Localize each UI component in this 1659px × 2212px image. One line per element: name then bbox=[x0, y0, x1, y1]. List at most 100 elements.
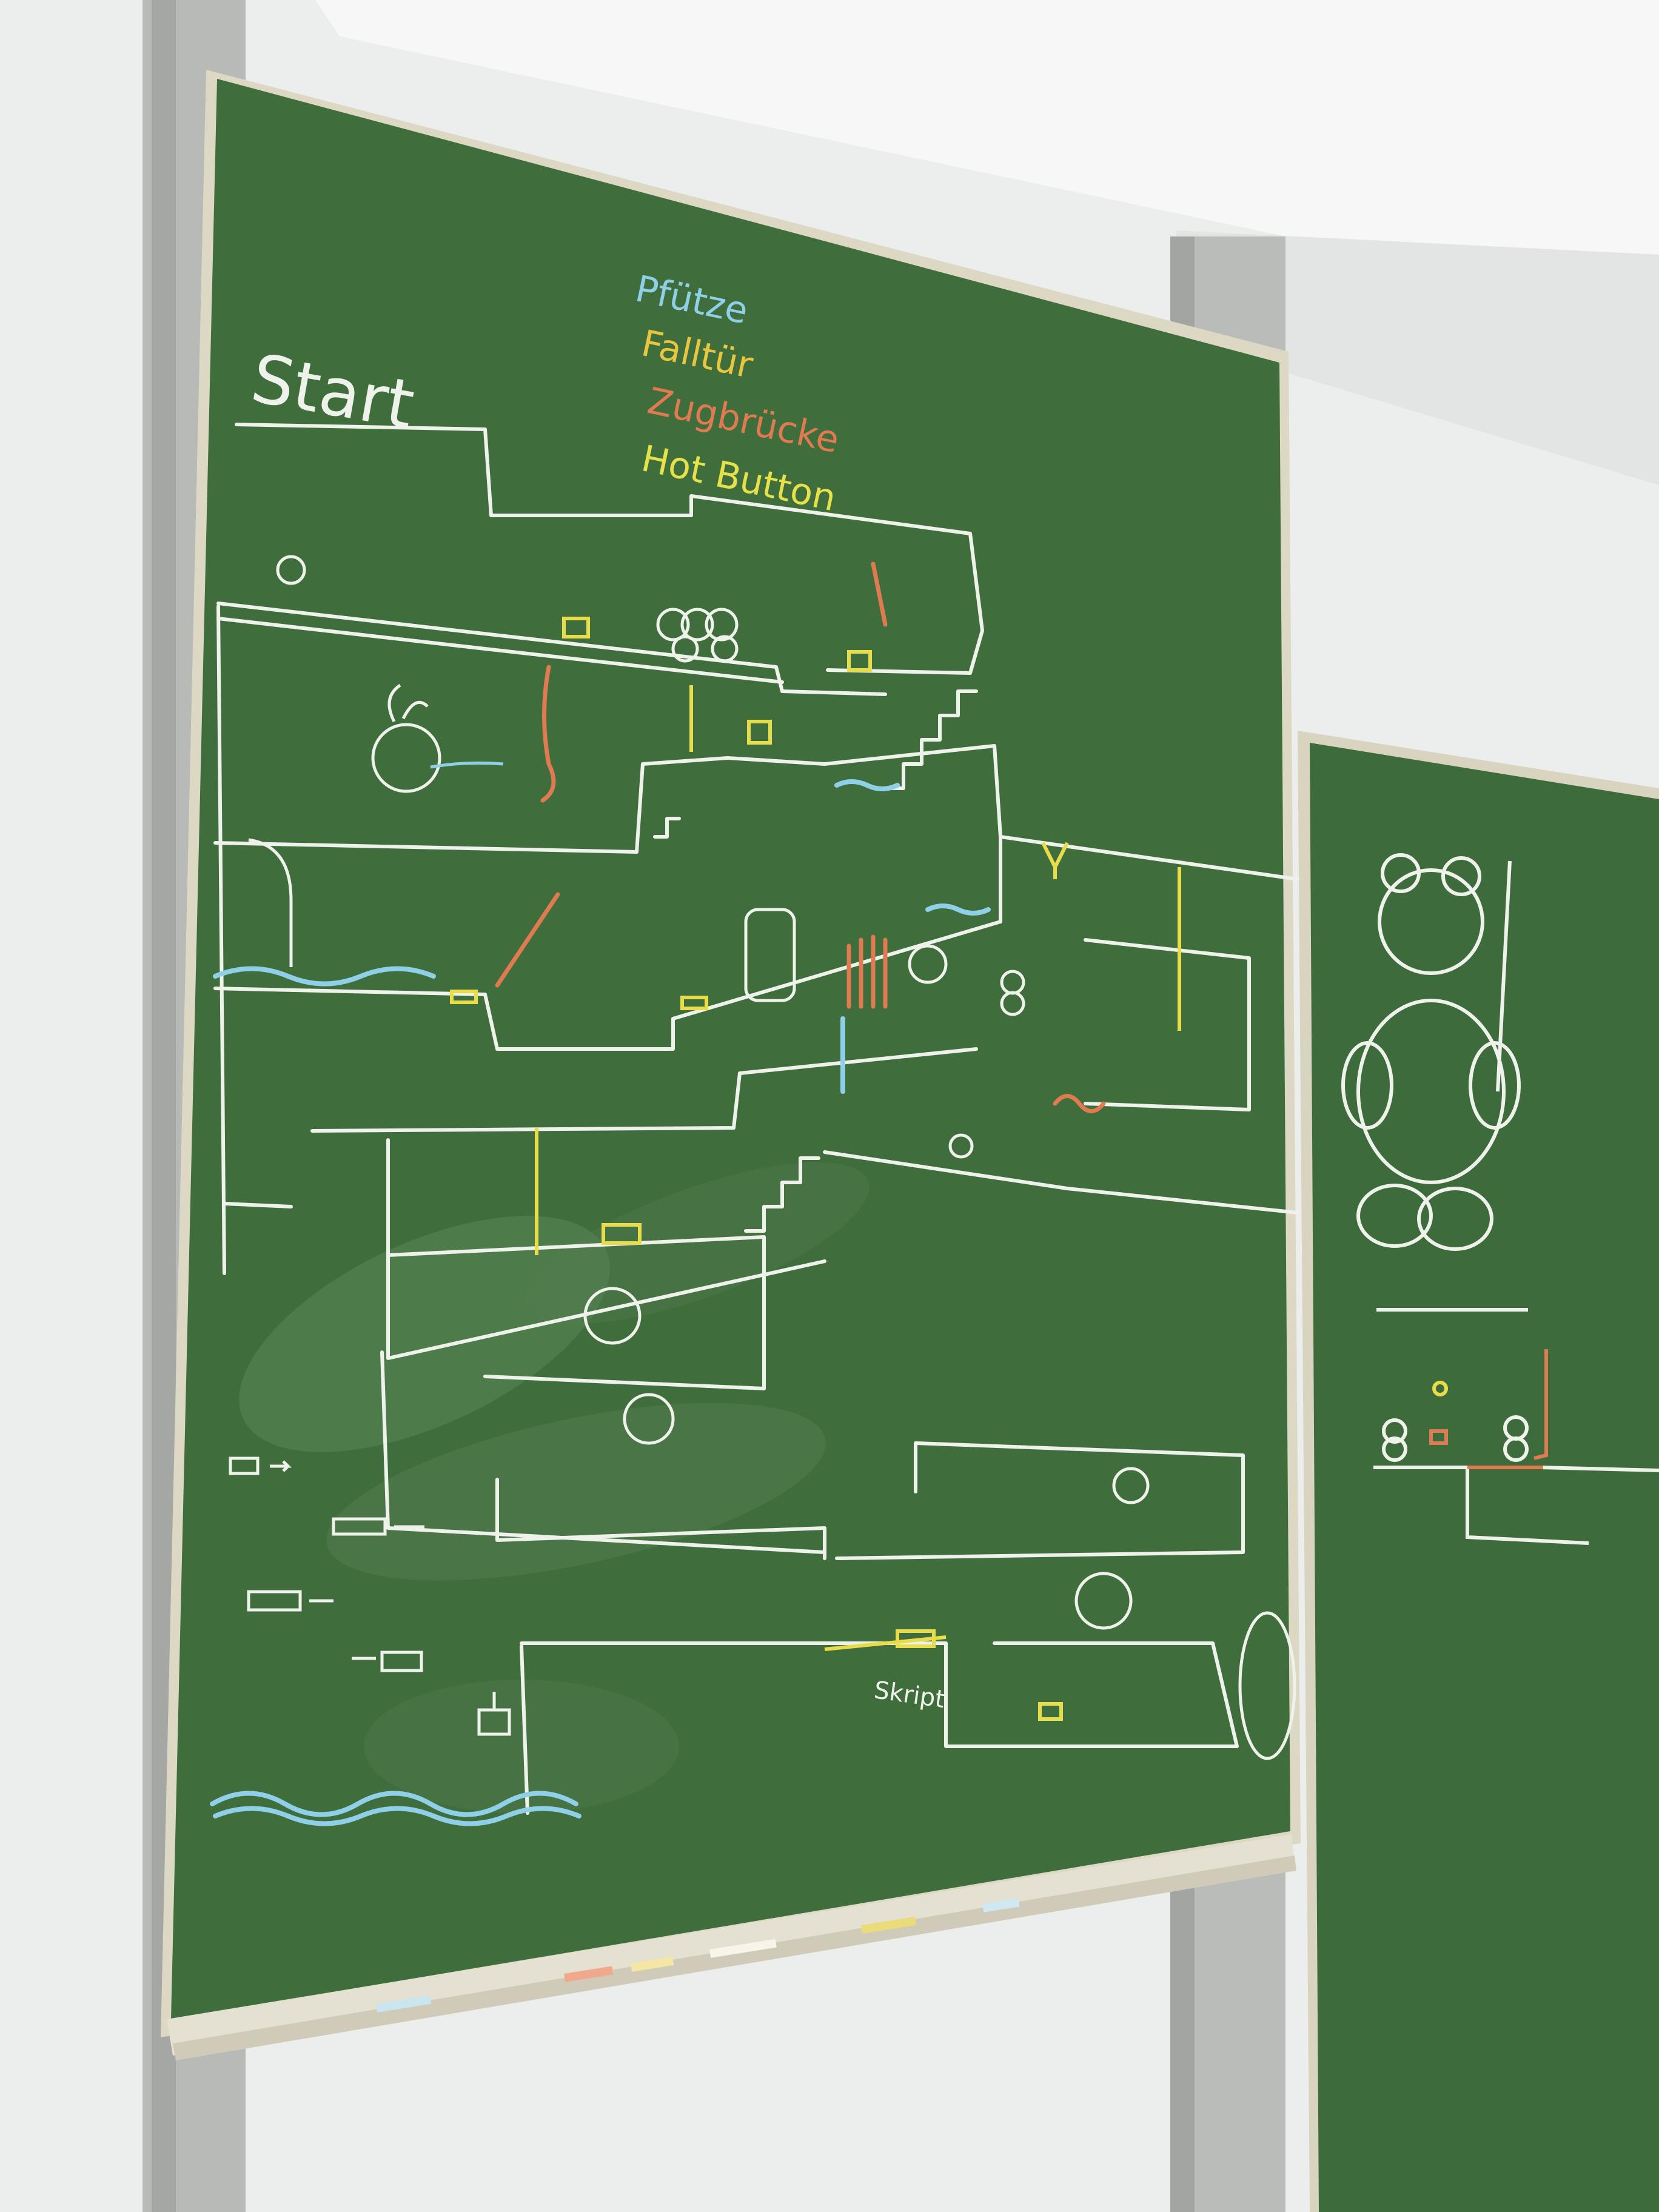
map-outline-top bbox=[235, 423, 984, 675]
boulder-icon bbox=[1382, 1418, 1407, 1444]
apple-monster-leaf bbox=[387, 683, 429, 723]
bear-character-icon bbox=[276, 555, 306, 585]
boulder-icon bbox=[1382, 1436, 1407, 1462]
chalk-piece bbox=[709, 1939, 777, 1958]
drawbridge bbox=[871, 561, 888, 627]
arrow-icon bbox=[247, 1590, 333, 1612]
moon-character-icon bbox=[583, 1287, 642, 1345]
eraser-smudge bbox=[239, 1216, 610, 1452]
watermelon-icon bbox=[1074, 1572, 1133, 1630]
boulder-icon bbox=[680, 608, 714, 642]
apple-lower-icon bbox=[1112, 1467, 1150, 1504]
teddy-bear-arm-icon bbox=[1341, 1041, 1393, 1130]
switch-icon bbox=[1429, 1429, 1448, 1445]
chalk-piece bbox=[375, 1995, 432, 2013]
chalk-piece bbox=[564, 1966, 614, 1982]
stairs-upper bbox=[883, 689, 978, 790]
boulder-icon bbox=[711, 635, 739, 663]
boulder-icon bbox=[1503, 1436, 1529, 1462]
map-floor-1 bbox=[216, 602, 887, 696]
rope bbox=[540, 665, 556, 803]
bow bbox=[1053, 1094, 1106, 1113]
arrow-icon bbox=[229, 1456, 292, 1475]
arrow-icon bbox=[332, 1517, 424, 1536]
second-board-ledge bbox=[1540, 1466, 1659, 1472]
level-map bbox=[213, 423, 1299, 1815]
second-board-colored bbox=[1429, 1349, 1548, 1469]
hot-button bbox=[1038, 1702, 1063, 1721]
map-floor-2 bbox=[213, 744, 1002, 923]
teddy-bear-head-icon bbox=[1378, 868, 1484, 975]
ceiling-light-rail bbox=[1176, 230, 1659, 485]
map-floor-5 bbox=[386, 1138, 826, 1360]
eraser-smudge bbox=[326, 1403, 826, 1581]
arrow-icon bbox=[352, 1651, 423, 1672]
teddy-bear-foot-icon bbox=[1356, 1184, 1433, 1248]
second-board-drawings bbox=[1341, 853, 1659, 1545]
map-floor-6 bbox=[223, 1202, 293, 1208]
chalk-piece bbox=[982, 1898, 1020, 1912]
boulder-icon bbox=[1000, 991, 1025, 1016]
puddle-bottom bbox=[210, 1791, 578, 1817]
boulder-stack-icon bbox=[744, 908, 796, 1002]
direction-arrows bbox=[229, 838, 511, 1736]
arrow-icon bbox=[477, 1692, 511, 1736]
map-floor-13 bbox=[950, 1641, 1239, 1748]
map-floor-11 bbox=[823, 1150, 1299, 1215]
gear-ring-icon bbox=[1238, 1611, 1296, 1760]
hot-buttons bbox=[450, 617, 1181, 1721]
drawbridges bbox=[495, 561, 1106, 1113]
teddy-bear-foot-icon bbox=[1417, 1187, 1493, 1251]
hot-button bbox=[747, 720, 772, 745]
curved-arrow-icon bbox=[248, 838, 293, 967]
teddy-bear-ear-icon bbox=[1441, 856, 1481, 896]
boulder-icon bbox=[705, 608, 739, 642]
map-wall-left bbox=[216, 605, 226, 1275]
characters bbox=[276, 555, 1296, 1760]
map-floor-1b bbox=[216, 617, 784, 684]
puddles bbox=[210, 779, 991, 1826]
hot-button bbox=[602, 1223, 642, 1245]
map-wall-bottom bbox=[520, 1644, 529, 1815]
second-board-surface bbox=[1310, 743, 1659, 2212]
puddle bbox=[925, 903, 991, 916]
apple-monster-tongue bbox=[430, 761, 504, 769]
ceiling-light-fixture bbox=[315, 0, 1659, 315]
teddy-bear-arm-icon bbox=[1469, 1041, 1521, 1130]
hot-button bbox=[562, 617, 590, 638]
puddle bbox=[834, 779, 900, 791]
hook-y bbox=[1041, 842, 1069, 879]
boulder-icon bbox=[656, 608, 690, 642]
teddy-bear-body-icon bbox=[1356, 999, 1506, 1184]
hot-button bbox=[1432, 1381, 1448, 1396]
rainbow-block bbox=[846, 934, 888, 1009]
puddle bbox=[213, 966, 436, 987]
stairs-middle bbox=[744, 1156, 820, 1233]
hot-button bbox=[680, 996, 708, 1010]
falltuer-line bbox=[824, 1635, 947, 1651]
map-floor-9 bbox=[495, 1478, 826, 1560]
chalk-pieces bbox=[375, 1898, 1020, 2013]
apple-small-icon bbox=[908, 944, 948, 984]
moon-character-icon bbox=[623, 1393, 675, 1445]
map-floor-7 bbox=[386, 1235, 766, 1390]
map-right-box bbox=[999, 835, 1299, 881]
hot-button bbox=[450, 990, 478, 1004]
stairs-lower bbox=[653, 817, 681, 839]
bird-character-icon bbox=[948, 1133, 974, 1159]
drawbridge bbox=[495, 892, 560, 988]
puddle-bottom bbox=[213, 1806, 581, 1826]
apple-monster-icon bbox=[371, 723, 441, 793]
map-floor-4 bbox=[310, 1047, 978, 1133]
drawbridge bbox=[1533, 1349, 1548, 1460]
chalk-piece bbox=[631, 1957, 674, 1972]
eraser-smudge bbox=[364, 1680, 679, 1813]
paintbrush-icon bbox=[1496, 860, 1512, 1092]
hot-button bbox=[847, 650, 872, 672]
map-right-box-2 bbox=[1084, 938, 1251, 1111]
boulder-icon bbox=[671, 635, 699, 663]
main-board-surface bbox=[171, 79, 1290, 2019]
second-board-ledge bbox=[1373, 1466, 1589, 1545]
map-floor-10 bbox=[835, 1441, 1245, 1560]
